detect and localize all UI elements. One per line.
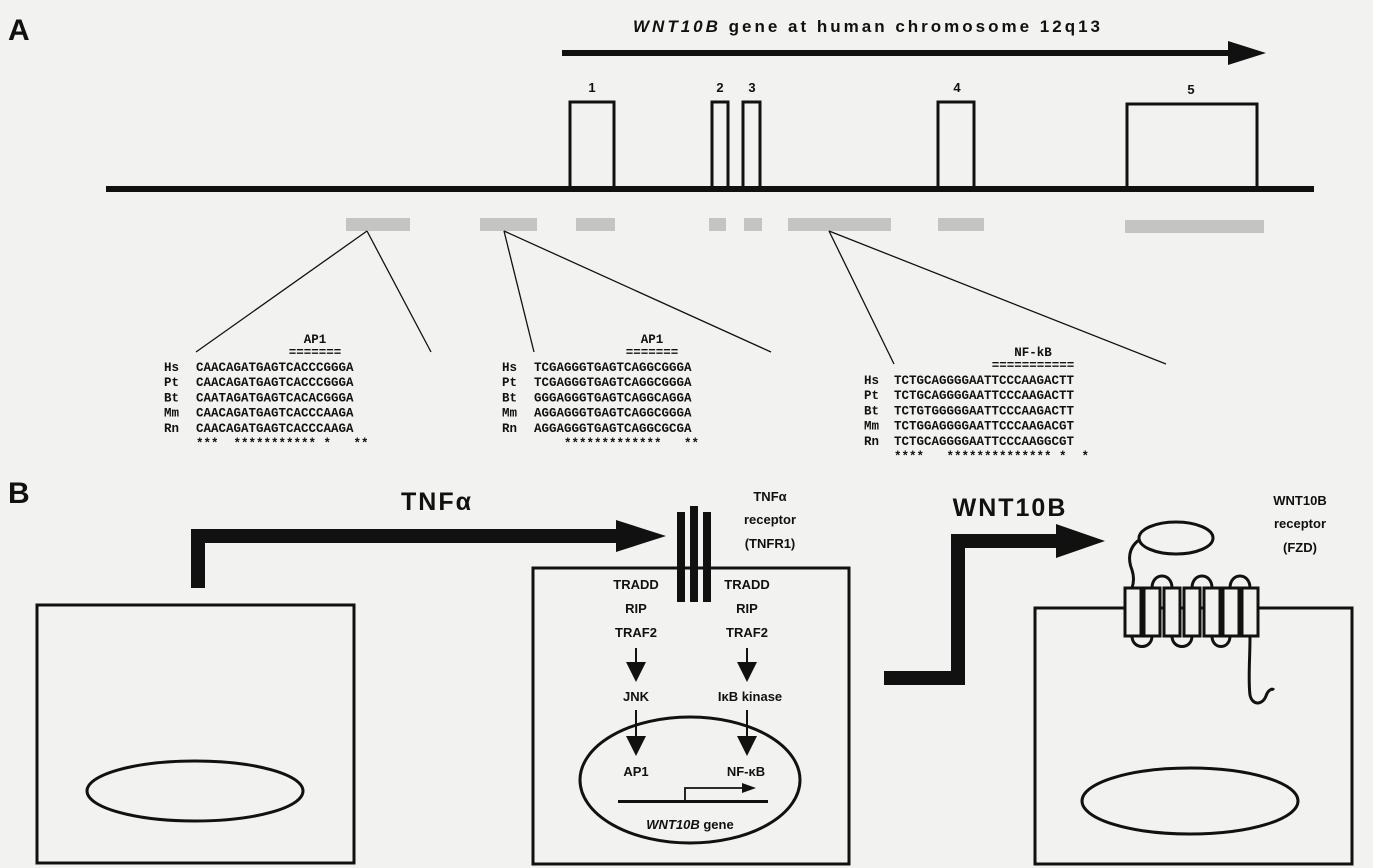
target-cell-2 <box>1035 608 1352 864</box>
species-mm: Mm <box>164 407 180 421</box>
site-label: AP1 <box>304 333 327 347</box>
tradd-right: TRADD <box>724 577 770 592</box>
exon-5-box <box>1127 104 1257 188</box>
site-marker: =========== <box>992 359 1075 373</box>
nfkb-tf-label: NF-κB <box>727 764 765 779</box>
panel-b-label: B <box>8 477 30 510</box>
tnfr1-receptor <box>677 506 711 602</box>
exon-2-box <box>712 102 728 188</box>
species-mm: Mm <box>864 420 880 434</box>
exon-2-label: 2 <box>716 80 723 95</box>
sequence-pt: TCGAGGGTGAGTCAGGCGGGA <box>534 376 692 390</box>
sequence-bt: GGGAGGGTGAGTCAGGCAGGA <box>534 391 692 405</box>
secreting-cell-nucleus <box>87 761 303 821</box>
sequence-hs: CAACAGATGAGTCACCCGGGA <box>196 361 354 375</box>
sequence-mm: TCTGGAGGGGAATTCCCAAGACGT <box>894 420 1075 434</box>
sequence-bt: TCTGTGGGGGAATTCCCAAGACTT <box>894 404 1075 418</box>
exon-1-box <box>570 102 614 188</box>
wnt10b-arrow <box>884 524 1105 678</box>
nucleus-gene-label: WNT10B gene <box>646 817 733 832</box>
tnfr1-label-line3: (TNFR1) <box>745 536 796 551</box>
jnk-label: JNK <box>623 689 650 704</box>
sequence-rn: TCTGCAGGGGAATTCCCAAGGCGT <box>894 435 1075 449</box>
sequence-pt: CAACAGATGAGTCACCCGGGA <box>196 376 354 390</box>
fzd-label-line3: (FZD) <box>1283 540 1317 555</box>
species-rn: Rn <box>502 422 517 436</box>
gene-title: WNT10B gene at human chromosome 12q13 <box>633 17 1103 36</box>
fzd-label-line1: WNT10B <box>1273 493 1326 508</box>
sequence-rn: CAACAGATGAGTCACCCAAGA <box>196 422 354 436</box>
transcription-arrow <box>562 41 1266 65</box>
zoom-lines <box>196 231 1166 364</box>
species-bt: Bt <box>864 404 879 418</box>
sequence-hs: TCTGCAGGGGAATTCCCAAGACTT <box>894 374 1075 388</box>
species-bt: Bt <box>164 391 179 405</box>
ikb-kinase-label: IκB kinase <box>718 689 782 704</box>
species-pt: Pt <box>864 389 879 403</box>
tnf-alpha-arrow <box>198 520 666 588</box>
species-hs: Hs <box>502 361 517 375</box>
species-hs: Hs <box>864 374 879 388</box>
exon-3-label: 3 <box>748 80 755 95</box>
conservation-stars: **** ************** * * <box>894 450 1089 464</box>
tradd-left: TRADD <box>613 577 659 592</box>
tnfr1-label-line1: TNFα <box>753 489 786 504</box>
panel-a-label: A <box>8 14 30 47</box>
species-rn: Rn <box>864 435 879 449</box>
traf2-left: TRAF2 <box>615 625 657 640</box>
exons: 1 2 3 4 5 <box>570 80 1257 188</box>
site-marker: ======= <box>289 346 342 360</box>
species-pt: Pt <box>164 376 179 390</box>
exon-4-box <box>938 102 974 188</box>
sequence-mm: CAACAGATGAGTCACCCAAGA <box>196 407 354 421</box>
tnf-alpha-label: TNFα <box>401 488 473 516</box>
species-pt: Pt <box>502 376 517 390</box>
species-rn: Rn <box>164 422 179 436</box>
sequence-rn: AGGAGGGTGAGTCAGGCGCGA <box>534 422 692 436</box>
fzd-receptor <box>1125 522 1274 703</box>
secreting-cell <box>37 605 354 863</box>
species-mm: Mm <box>502 407 518 421</box>
wnt10b-gene-diagram <box>618 783 768 803</box>
sequence-pt: TCTGCAGGGGAATTCCCAAGACTT <box>894 389 1075 403</box>
sequence-mm: AGGAGGGTGAGTCAGGCGGGA <box>534 407 692 421</box>
species-bt: Bt <box>502 391 517 405</box>
conserved-regions <box>346 218 1264 233</box>
conservation-stars: ************* ** <box>534 437 699 451</box>
fzd-label-line2: receptor <box>1274 516 1326 531</box>
traf2-right: TRAF2 <box>726 625 768 640</box>
site-label: AP1 <box>641 333 664 347</box>
site-label: NF-kB <box>1014 346 1052 360</box>
rip-right: RIP <box>736 601 758 616</box>
conservation-stars: *** *********** * ** <box>196 437 369 451</box>
site-marker: ======= <box>626 346 679 360</box>
wnt10b-ligand-label: WNT10B <box>953 494 1068 522</box>
sequence-hs: TCGAGGGTGAGTCAGGCGGGA <box>534 361 692 375</box>
exon-3-box <box>743 102 760 188</box>
tnfr1-label-line2: receptor <box>744 512 796 527</box>
exon-5-label: 5 <box>1187 82 1194 97</box>
ap1-tf-label: AP1 <box>623 764 648 779</box>
exon-1-label: 1 <box>588 80 595 95</box>
species-hs: Hs <box>164 361 179 375</box>
rip-left: RIP <box>625 601 647 616</box>
exon-4-label: 4 <box>953 80 961 95</box>
target-cell-2-nucleus <box>1082 768 1298 834</box>
sequence-bt: CAATAGATGAGTCACACGGGA <box>196 391 354 405</box>
